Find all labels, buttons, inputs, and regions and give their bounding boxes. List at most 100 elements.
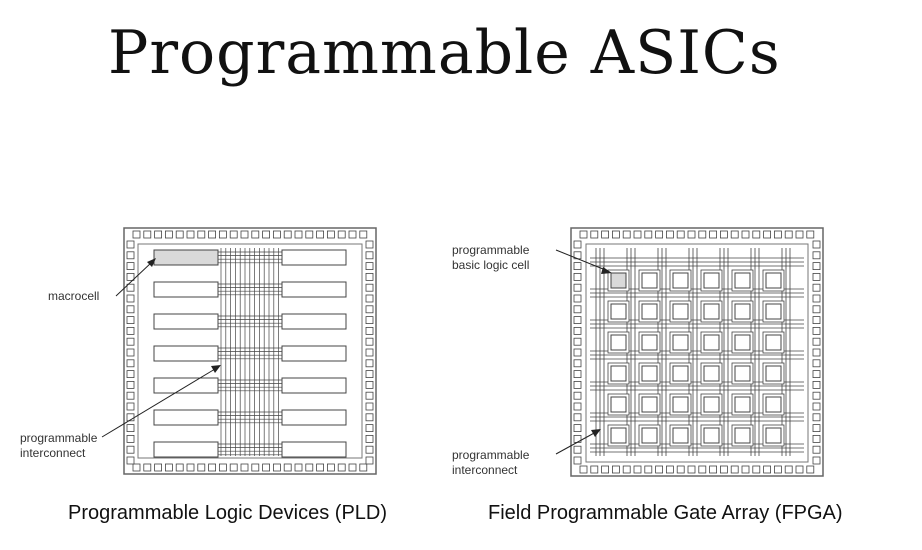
pld-io-pad <box>365 380 374 389</box>
pld-macrocell <box>153 345 219 362</box>
fpga-io-pad <box>666 230 674 239</box>
fpga-io-pad <box>573 262 582 271</box>
fpga-io-pad <box>655 230 663 239</box>
fpga-logic-cell <box>672 272 689 289</box>
fpga-io-pad <box>812 413 821 422</box>
fpga-interconnect-pointer <box>555 431 597 455</box>
fpga-io-pad <box>573 402 582 411</box>
pld-io-pad <box>365 283 374 292</box>
fpga-logic-cell <box>703 303 720 320</box>
pld-io-pad <box>365 445 374 454</box>
fpga-logic-cell <box>703 427 720 444</box>
fpga-cell-label-2: basic logic cell <box>452 258 529 272</box>
pld-macrocell <box>281 409 347 426</box>
fpga-logic-cell <box>765 427 782 444</box>
pld-io-pad <box>229 230 238 239</box>
fpga-io-pad <box>590 465 599 474</box>
pld-io-pad <box>126 424 135 433</box>
fpga-io-pad <box>812 326 821 335</box>
fpga-io-pad <box>812 348 821 357</box>
pld-io-pad <box>365 370 374 379</box>
fpga-io-pad <box>812 337 821 346</box>
pld-io-pad <box>126 391 135 400</box>
fpga-logic-cell <box>734 334 751 351</box>
fpga-diagram: programmable basic logic cell programmab… <box>452 227 824 477</box>
fpga-io-pad <box>784 465 793 474</box>
fpga-io-pad <box>573 316 582 325</box>
fpga-io-pad <box>812 294 821 303</box>
fpga-io-pad <box>698 230 707 239</box>
pld-io-pad <box>126 380 135 389</box>
pld-io-pad <box>126 402 135 411</box>
fpga-io-pad <box>752 230 761 239</box>
pld-io-pad <box>126 251 135 260</box>
pld-io-pad <box>186 230 195 239</box>
pld-io-pad <box>272 230 281 239</box>
fpga-io-pad <box>612 465 620 474</box>
pld-io-pad <box>218 230 227 239</box>
pld-io-pad <box>126 434 135 443</box>
pld-io-pad <box>175 230 184 239</box>
pld-io-pad <box>251 463 260 472</box>
pld-interconnect-arrowhead <box>211 365 221 373</box>
fpga-io-pad <box>720 465 728 474</box>
fpga-io-pad <box>573 359 582 368</box>
fpga-cell-pointer <box>555 249 609 272</box>
pld-io-pad <box>126 370 135 379</box>
fpga-io-pad <box>730 465 739 474</box>
fpga-io-pad <box>633 230 642 239</box>
pld-io-pad <box>283 463 292 472</box>
fpga-io-pad <box>573 380 582 389</box>
fpga-logic-cell <box>610 396 627 413</box>
fpga-logic-cell <box>672 365 689 382</box>
fpga-io-pads <box>573 230 821 474</box>
fpga-io-pad <box>812 262 821 271</box>
fpga-io-pad <box>573 370 582 379</box>
pld-interconnect-label-2: interconnect <box>20 446 86 460</box>
fpga-caption: Field Programmable Gate Array (FPGA) <box>488 502 843 524</box>
fpga-io-pad <box>774 230 782 239</box>
fpga-logic-cell <box>641 396 658 413</box>
fpga-io-pad <box>752 465 761 474</box>
fpga-logic-cell <box>672 427 689 444</box>
fpga-io-pad <box>633 465 642 474</box>
fpga-logic-cell <box>734 365 751 382</box>
pld-io-pad <box>326 230 335 239</box>
fpga-io-pad <box>666 465 674 474</box>
fpga-io-pad <box>741 465 750 474</box>
fpga-io-pad <box>676 465 685 474</box>
pld-interconnect <box>218 248 282 456</box>
fpga-io-pad <box>573 305 582 314</box>
fpga-io-pad <box>812 316 821 325</box>
fpga-logic-cell <box>610 334 627 351</box>
fpga-logic-cell <box>641 427 658 444</box>
fpga-io-pad <box>573 391 582 400</box>
pld-io-pad <box>164 230 173 239</box>
fpga-io-pad <box>784 230 793 239</box>
fpga-logic-cell <box>765 396 782 413</box>
pld-chip-outline <box>123 227 377 475</box>
pld-io-pad <box>126 456 135 465</box>
fpga-logic-cell <box>610 303 627 320</box>
fpga-io-pad <box>590 230 599 239</box>
pld-io-pad <box>262 463 271 472</box>
pld-io-pad <box>348 230 357 239</box>
pld-io-pad <box>164 463 173 472</box>
pld-macrocell-arrowhead <box>147 258 156 267</box>
fpga-logic-cell <box>641 365 658 382</box>
fpga-io-pad <box>763 230 771 239</box>
fpga-io-pad <box>812 445 821 454</box>
pld-io-pad <box>262 230 271 239</box>
pld-macrocell-pointer <box>115 261 153 297</box>
pld-io-pad <box>126 337 135 346</box>
pld-io-pad <box>126 305 135 314</box>
pld-io-pad <box>126 326 135 335</box>
pld-io-pad <box>365 240 374 249</box>
fpga-io-pad <box>573 240 582 249</box>
pld-io-pad <box>126 359 135 368</box>
pld-io-pad <box>154 463 163 472</box>
pld-io-pad <box>365 424 374 433</box>
fpga-io-pad <box>812 391 821 400</box>
fpga-io-pad <box>573 348 582 357</box>
fpga-io-pad <box>741 230 750 239</box>
